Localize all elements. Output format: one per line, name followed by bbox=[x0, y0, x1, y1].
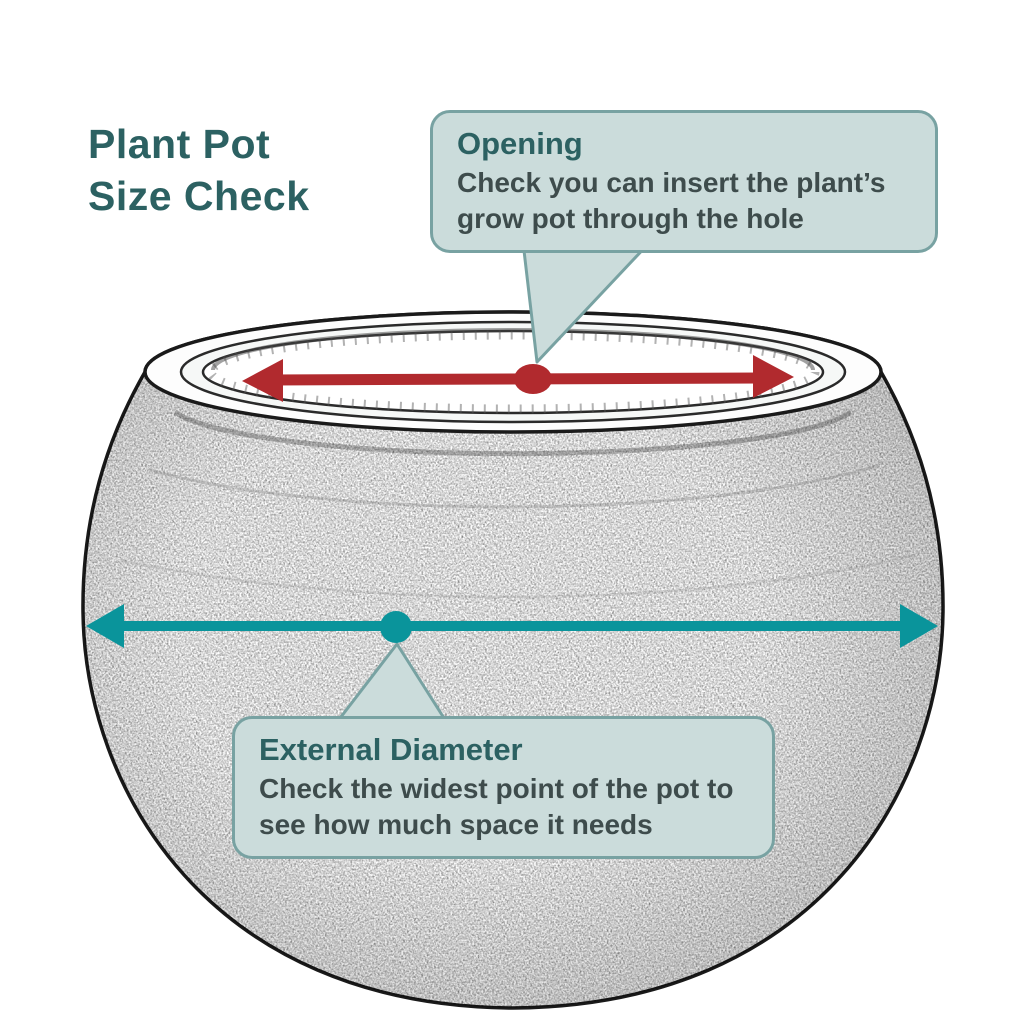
opening-callout: Opening Check you can insert the plant’s… bbox=[430, 110, 938, 254]
external-midpoint-dot bbox=[380, 611, 412, 643]
page-title: Plant Pot Size Check bbox=[88, 118, 310, 223]
shading-streak bbox=[119, 553, 916, 599]
under-rim-shadow bbox=[173, 409, 853, 457]
inner-wall-line bbox=[211, 328, 815, 371]
external-arrowhead-left bbox=[86, 604, 124, 648]
shading-streak bbox=[149, 463, 881, 509]
external-diameter-callout-body: Check the widest point of the pot to see… bbox=[259, 773, 734, 840]
external-arrowhead-right bbox=[900, 604, 938, 648]
external-diameter-callout-heading: External Diameter bbox=[259, 732, 523, 767]
opening-arrowhead-right bbox=[753, 355, 794, 398]
opening-hatching bbox=[206, 330, 820, 414]
external-diameter-arrow bbox=[86, 604, 938, 648]
opening-arrowhead-left bbox=[242, 359, 283, 402]
opening-measurement-arrow bbox=[242, 355, 794, 402]
external-diameter-callout: External Diameter Check the widest point… bbox=[232, 716, 775, 860]
opening-callout-body: Check you can insert the plant’s grow po… bbox=[457, 167, 886, 234]
plant-pot-illustration bbox=[81, 310, 945, 1010]
page-title-line1: Plant Pot bbox=[88, 121, 271, 167]
page-title-line2: Size Check bbox=[88, 173, 310, 220]
opening-callout-heading: Opening bbox=[457, 126, 583, 161]
opening-midpoint-dot bbox=[514, 364, 552, 394]
